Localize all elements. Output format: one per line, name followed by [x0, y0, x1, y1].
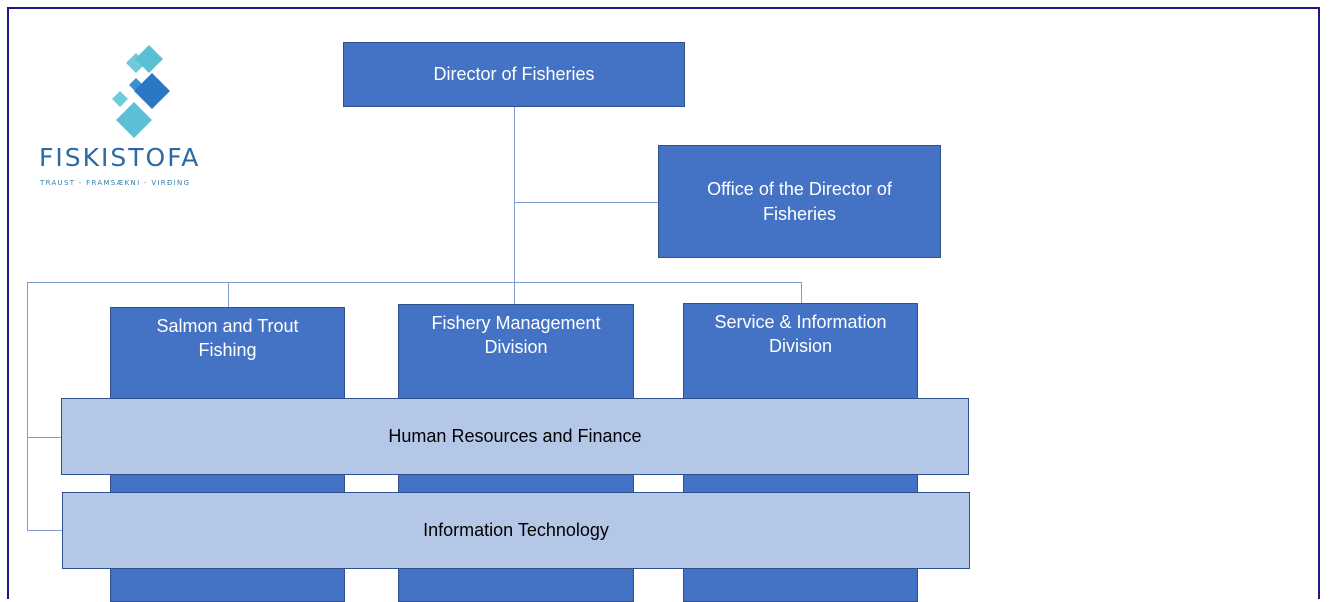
logo-tagline: TRAUST - FRAMSÆKNI - VIRÐING: [40, 179, 191, 187]
logo-diamonds-icon: [112, 45, 170, 138]
it-label: Information Technology: [423, 520, 609, 541]
office-box: Office of the Director of Fisheries: [658, 145, 941, 258]
connector-it: [27, 530, 63, 531]
division-service-label: Service & Information Division: [714, 312, 887, 357]
division-fishery-label: Fishery Management Division: [431, 313, 601, 358]
connector-division-bar: [27, 282, 802, 283]
logo-wordmark: FISKISTOFA: [39, 143, 201, 172]
division-salmon-label: Salmon and Trout Fishing: [156, 316, 299, 361]
connector-office: [514, 202, 659, 203]
connector-hr: [27, 437, 62, 438]
director-label: Director of Fisheries: [433, 64, 595, 85]
connector-salmon: [228, 282, 229, 308]
it-box: Information Technology: [62, 492, 970, 569]
connector-service: [801, 282, 802, 304]
fiskistofa-logo: FISKISTOFA TRAUST - FRAMSÆKNI - VIRÐING: [39, 45, 239, 190]
hr-finance-box: Human Resources and Finance: [61, 398, 969, 475]
director-box: Director of Fisheries: [343, 42, 685, 107]
office-label: Office of the Director of Fisheries: [707, 179, 892, 224]
connector-left-spine: [27, 282, 28, 531]
hr-finance-label: Human Resources and Finance: [388, 426, 642, 447]
connector-director-down: [514, 106, 515, 306]
